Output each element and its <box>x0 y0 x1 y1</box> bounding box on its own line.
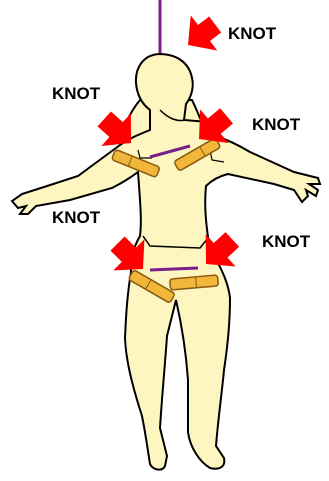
head-knot-arrow <box>175 7 229 63</box>
right-hip-knot-label: KNOT <box>262 232 311 251</box>
left-shoulder-knot-label: KNOT <box>52 84 101 103</box>
right-shoulder-knot-label: KNOT <box>252 115 301 134</box>
head-knot-label: KNOT <box>228 24 277 43</box>
hip-rod <box>150 268 198 270</box>
left-hip-knot-label: KNOT <box>52 208 101 227</box>
